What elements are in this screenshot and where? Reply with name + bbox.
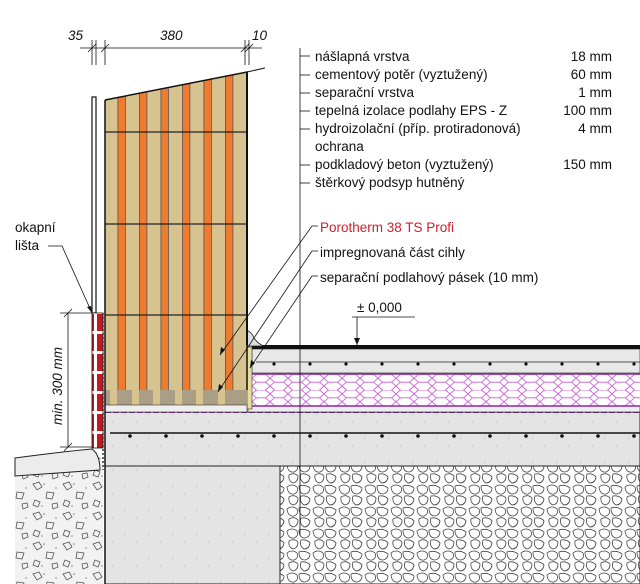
layer-name: tepelná izolace podlahy EPS - Z xyxy=(315,103,507,118)
layer-name: hydroizolační (příp. protiradonová) xyxy=(315,121,521,136)
eps-insulation xyxy=(252,374,640,406)
dim-10: 10 xyxy=(252,28,268,43)
drip-label-1: okapní xyxy=(15,220,56,235)
layer-name: cementový potěr (vyztužený) xyxy=(315,67,488,82)
dim-380: 380 xyxy=(160,28,183,43)
top-dimension xyxy=(80,40,262,65)
foundation-strip xyxy=(104,465,281,584)
layer-name: štěrkový podsyp hutněný xyxy=(315,175,465,190)
plinth-bricks xyxy=(91,312,104,449)
floor-finish xyxy=(252,345,640,349)
layer-leader xyxy=(299,48,310,535)
terrain-edge xyxy=(14,448,101,477)
impregnated-label: impregnovaná část cihly xyxy=(320,245,465,260)
layer-thickness: 150 mm xyxy=(563,157,612,172)
porotherm-wall xyxy=(105,72,247,390)
skirting xyxy=(245,329,265,347)
layer-name: nášlapná vrstva xyxy=(315,49,410,64)
level-label: ± 0,000 xyxy=(357,300,402,315)
layer-thickness: 1 mm xyxy=(578,85,612,100)
product-label: Porotherm 38 TS Profi xyxy=(320,220,454,235)
gravel-bed xyxy=(279,465,640,584)
dim-plinth: min. 300 mm xyxy=(50,347,65,425)
layer-list: nášlapná vrstva 18 mm cementový potěr (v… xyxy=(315,49,612,190)
layer-thickness: 60 mm xyxy=(571,67,612,82)
layer-thickness: 18 mm xyxy=(571,49,612,64)
external-render xyxy=(91,96,97,314)
cement-screed xyxy=(251,348,640,374)
layer-name: podkladový beton (vyztužený) xyxy=(315,157,494,172)
foundation xyxy=(104,411,640,467)
strip-label: separační podlahový pásek (10 mm) xyxy=(320,270,538,285)
layer-thickness: 4 mm xyxy=(578,121,612,136)
terrain xyxy=(15,450,103,584)
dim-35: 35 xyxy=(68,28,84,43)
drip-label-2: lišta xyxy=(15,238,39,253)
layer-name: separační vrstva xyxy=(315,85,415,100)
layer-name: ochrana xyxy=(315,139,364,154)
layer-thickness: 100 mm xyxy=(563,103,612,118)
slab-rebar xyxy=(128,434,636,438)
